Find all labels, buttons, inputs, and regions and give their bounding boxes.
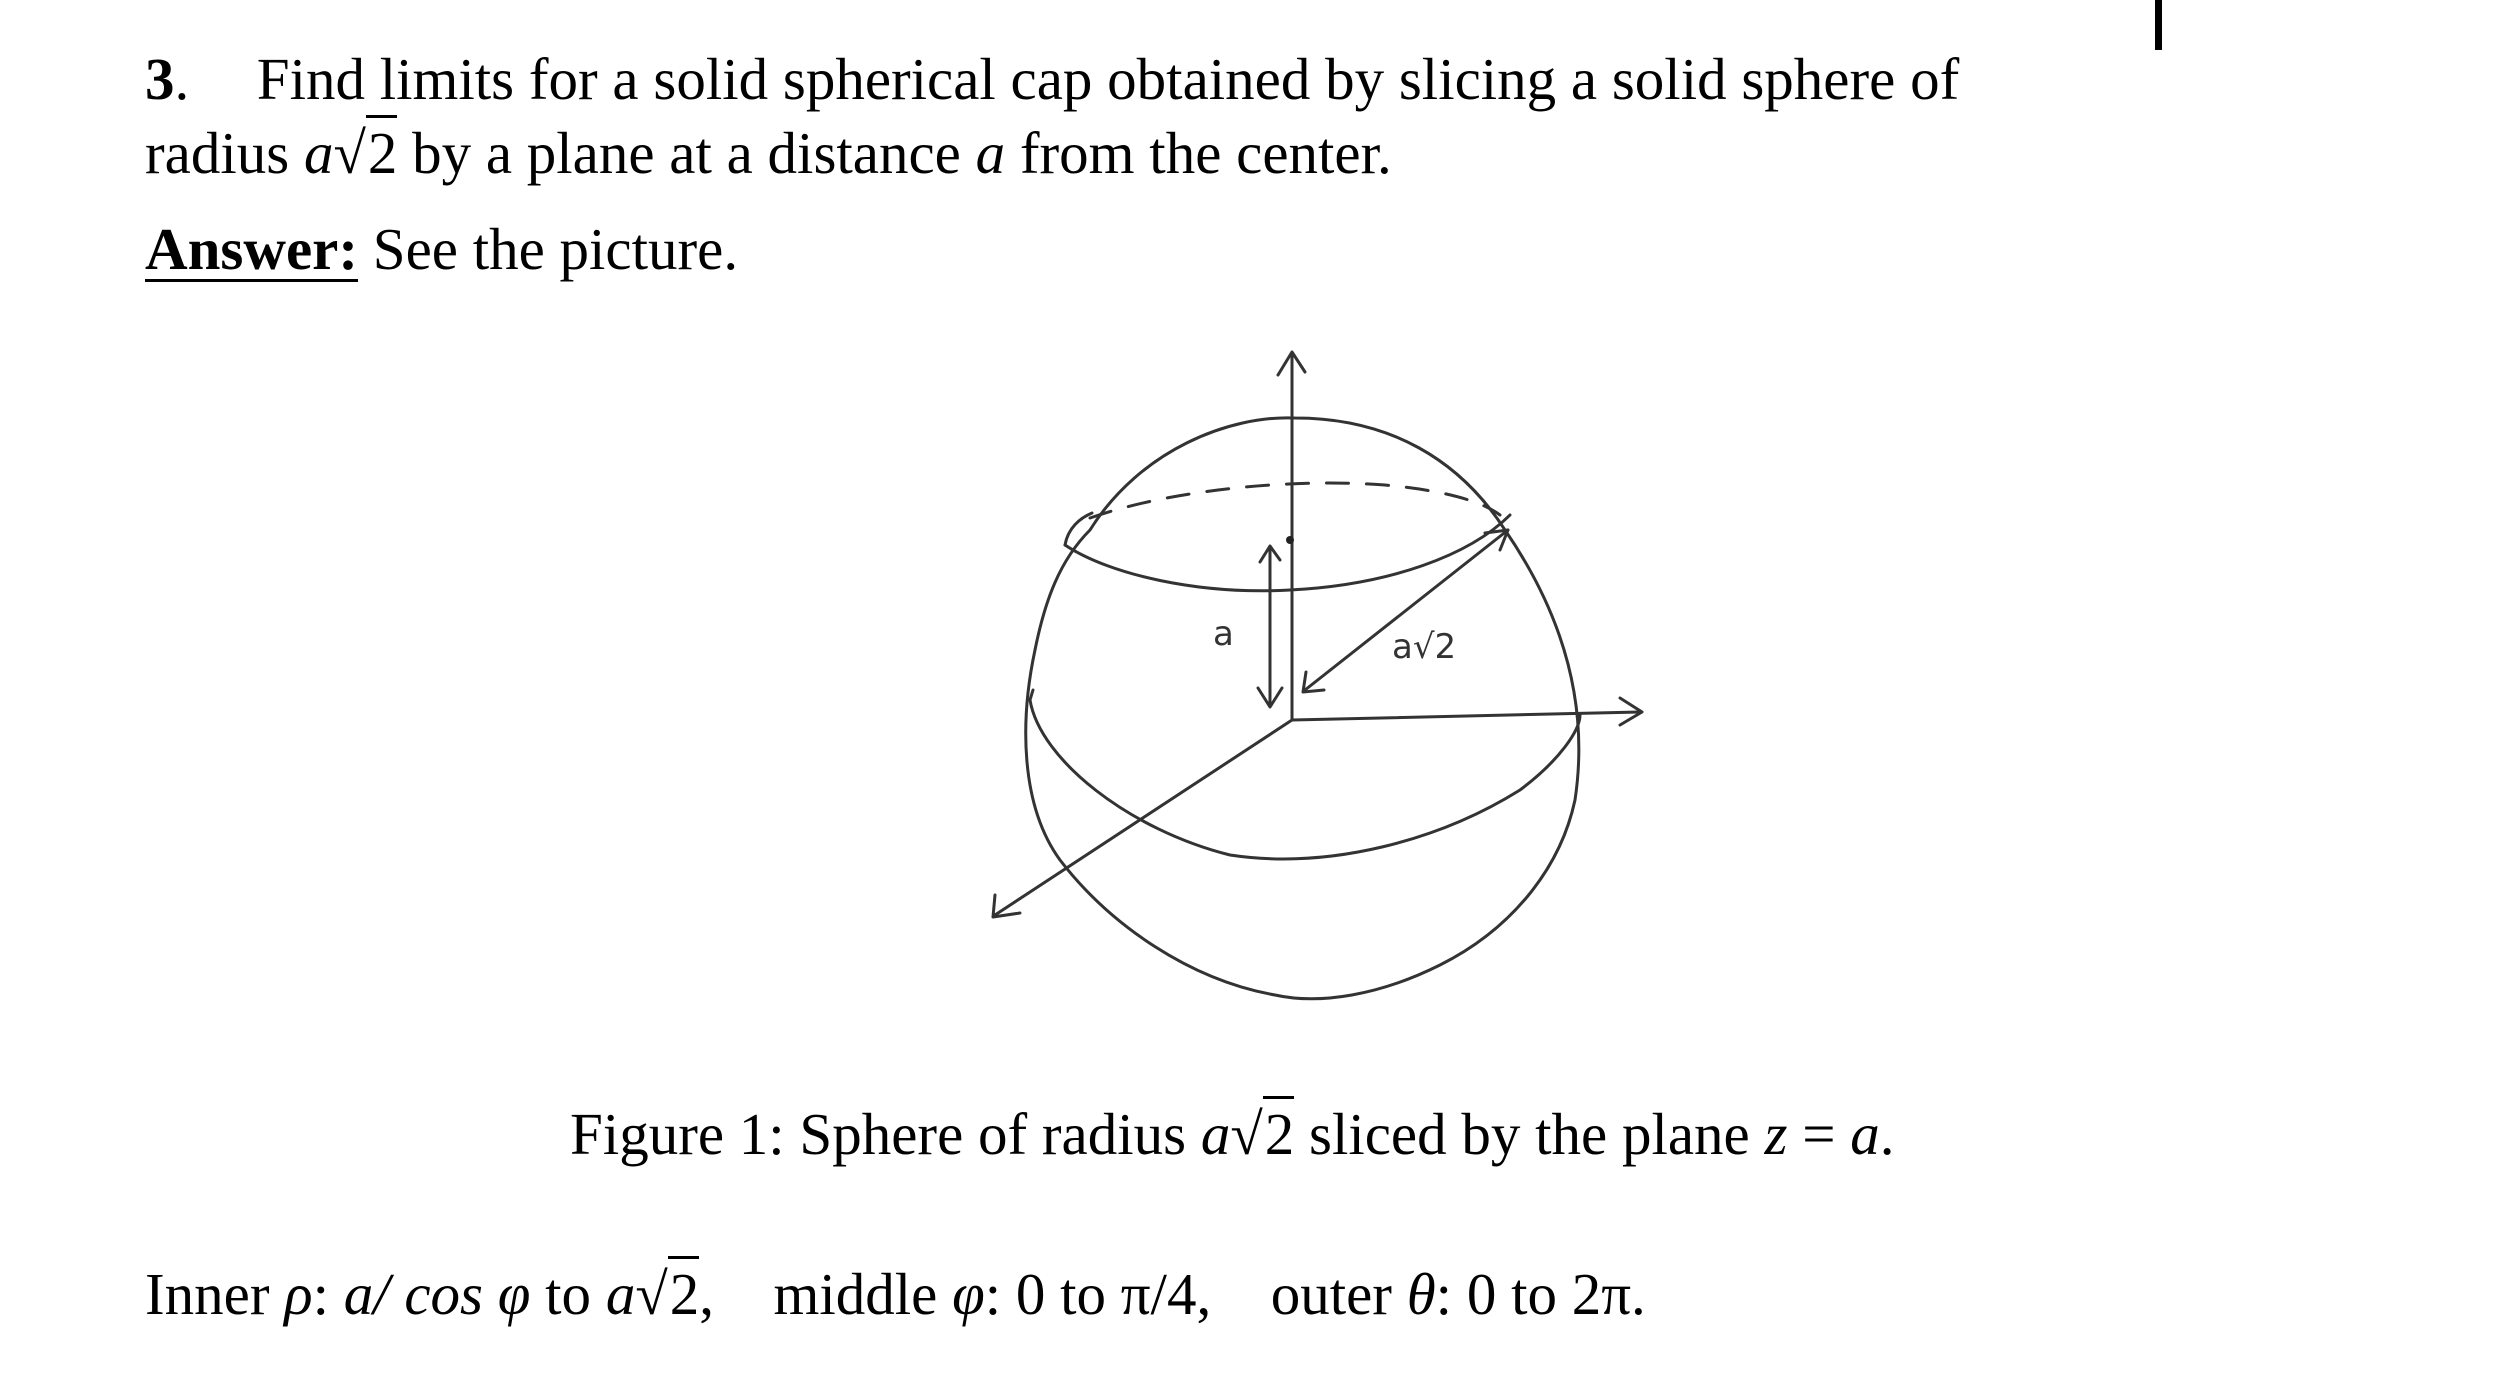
cap-left-tick — [1063, 511, 1094, 547]
problem-number-dot: . — [174, 46, 190, 112]
equator-left-tick — [1028, 688, 1035, 702]
inner-to-word: to — [545, 1261, 592, 1327]
sphere-outline — [1024, 416, 1581, 1001]
inner-label: Inner — [145, 1261, 270, 1327]
problem-radius-word: radius — [145, 120, 290, 186]
inner-sqrt-radicand: 2 — [667, 1256, 700, 1327]
x-axis-arrowhead — [991, 893, 1022, 919]
caption-sqrt-symbol: √ — [1230, 1101, 1263, 1167]
problem-text-line2: by a plane at a distance — [412, 120, 961, 186]
caption-var-z: z — [1764, 1101, 1788, 1167]
label-a: a — [1213, 614, 1234, 654]
caption-var-a: a — [1200, 1101, 1231, 1167]
caption-sqrt-radicand: 2 — [1262, 1096, 1295, 1167]
radius-line — [1303, 528, 1510, 692]
radius-arrow-bottom — [1301, 670, 1326, 694]
problem-text-line2-end: from the center. — [1019, 120, 1392, 186]
page-corner-mark — [2155, 0, 2162, 50]
sphere-figure: a a√2 — [991, 350, 1644, 1001]
cap-front-curve — [1063, 513, 1512, 593]
cap-center-dot — [1286, 536, 1294, 544]
caption-end-var: a — [1850, 1101, 1880, 1167]
outer-range: 0 to 2π. — [1466, 1261, 1646, 1327]
z-axis-arrowhead — [1276, 350, 1307, 377]
inner-from: a/ cos φ — [343, 1261, 531, 1327]
rho-symbol: ρ — [284, 1261, 313, 1327]
phi-symbol: φ — [952, 1261, 985, 1327]
sqrt-symbol: √ — [333, 120, 366, 186]
figure-caption: Figure 1: Sphere of radius a√2 sliced by… — [570, 1096, 1894, 1167]
answer-line: Answer: See the picture. — [145, 220, 738, 279]
radius-arrow-top — [1483, 528, 1510, 552]
inner-to-var: a — [605, 1261, 636, 1327]
y-axis — [1290, 710, 1642, 722]
problem-var-a: a — [303, 120, 334, 186]
limits-line: Inner ρ: a/ cos φ to a√2, middle φ: 0 to… — [145, 1256, 1646, 1327]
answer-text: See the picture. — [372, 216, 739, 282]
label-a-sqrt2: a√2 — [1392, 627, 1456, 667]
caption-period: . — [1879, 1101, 1895, 1167]
height-a-arrow-bottom — [1256, 686, 1284, 709]
problem-line-1: 3. Find limits for a solid spherical cap… — [145, 50, 1959, 109]
inner-sqrt-symbol: √ — [635, 1261, 668, 1327]
theta-symbol: θ — [1406, 1261, 1436, 1327]
problem-line-2: radius a√2 by a plane at a distance a fr… — [145, 115, 1392, 186]
problem-distance-var: a — [975, 120, 1006, 186]
y-axis-arrowhead — [1618, 696, 1644, 727]
x-axis — [993, 718, 1294, 917]
height-a-arrow-top — [1258, 544, 1282, 564]
middle-label: middle — [773, 1261, 938, 1327]
equator-front — [1028, 698, 1582, 861]
middle-range: 0 to π/4, — [1015, 1261, 1212, 1327]
problem-number: 3 — [145, 46, 175, 112]
problem-text-line1: Find limits for a solid spherical cap ob… — [256, 46, 1960, 112]
outer-label: outer — [1270, 1261, 1392, 1327]
inner-comma: , — [699, 1261, 714, 1327]
answer-label: Answer: — [145, 216, 359, 282]
problem-sqrt-radicand: 2 — [365, 115, 398, 186]
caption-equals: = — [1802, 1101, 1836, 1167]
caption-middle: sliced by the plane — [1309, 1101, 1750, 1167]
cap-back-dashed — [1088, 481, 1502, 520]
caption-prefix: Figure 1: Sphere of radius — [570, 1101, 1187, 1167]
